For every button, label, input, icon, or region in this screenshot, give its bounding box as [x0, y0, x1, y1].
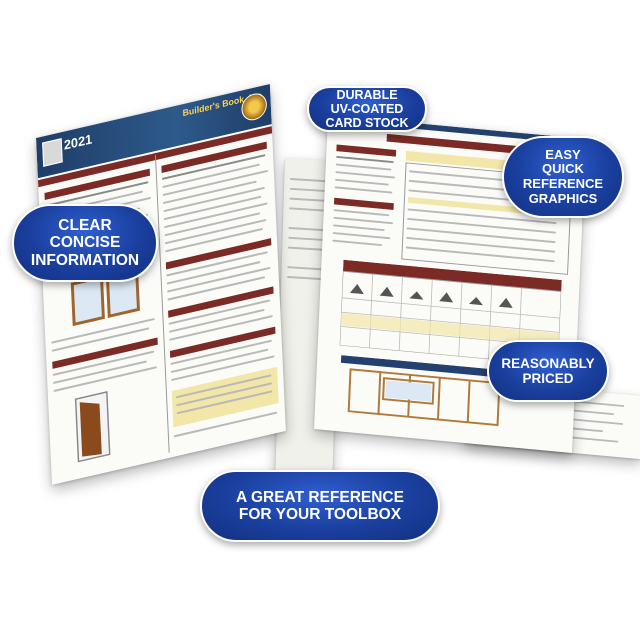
reference-card-front-page: 2021 Builder's Book, Inc.	[36, 83, 286, 485]
egress-door-diagram	[74, 391, 111, 463]
door-window-framing-diagram	[340, 355, 510, 427]
callout-text: CLEAR CONCISE INFORMATION	[30, 216, 140, 269]
callout-text: REASONABLY PRICED	[501, 355, 595, 386]
callout-durable-uv-coated: DURABLE UV-COATED CARD STOCK	[307, 86, 427, 132]
book-icon	[42, 138, 63, 167]
callout-text: DURABLE UV-COATED CARD STOCK	[325, 88, 409, 130]
card-header: 2021 Builder's Book, Inc.	[36, 83, 272, 179]
edition-year: 2021	[63, 131, 93, 153]
callout-text: A GREAT REFERENCE FOR YOUR TOOLBOX	[236, 488, 404, 523]
callout-reasonably-priced: REASONABLY PRICED	[487, 340, 609, 402]
callout-text: EASY QUICK REFERENCE GRAPHICS	[522, 146, 604, 206]
callout-clear-concise: CLEAR CONCISE INFORMATION	[12, 204, 158, 282]
callout-great-reference: A GREAT REFERENCE FOR YOUR TOOLBOX	[200, 470, 440, 542]
callout-easy-quick-reference: EASY QUICK REFERENCE GRAPHICS	[502, 136, 624, 218]
column-divider	[154, 154, 170, 453]
